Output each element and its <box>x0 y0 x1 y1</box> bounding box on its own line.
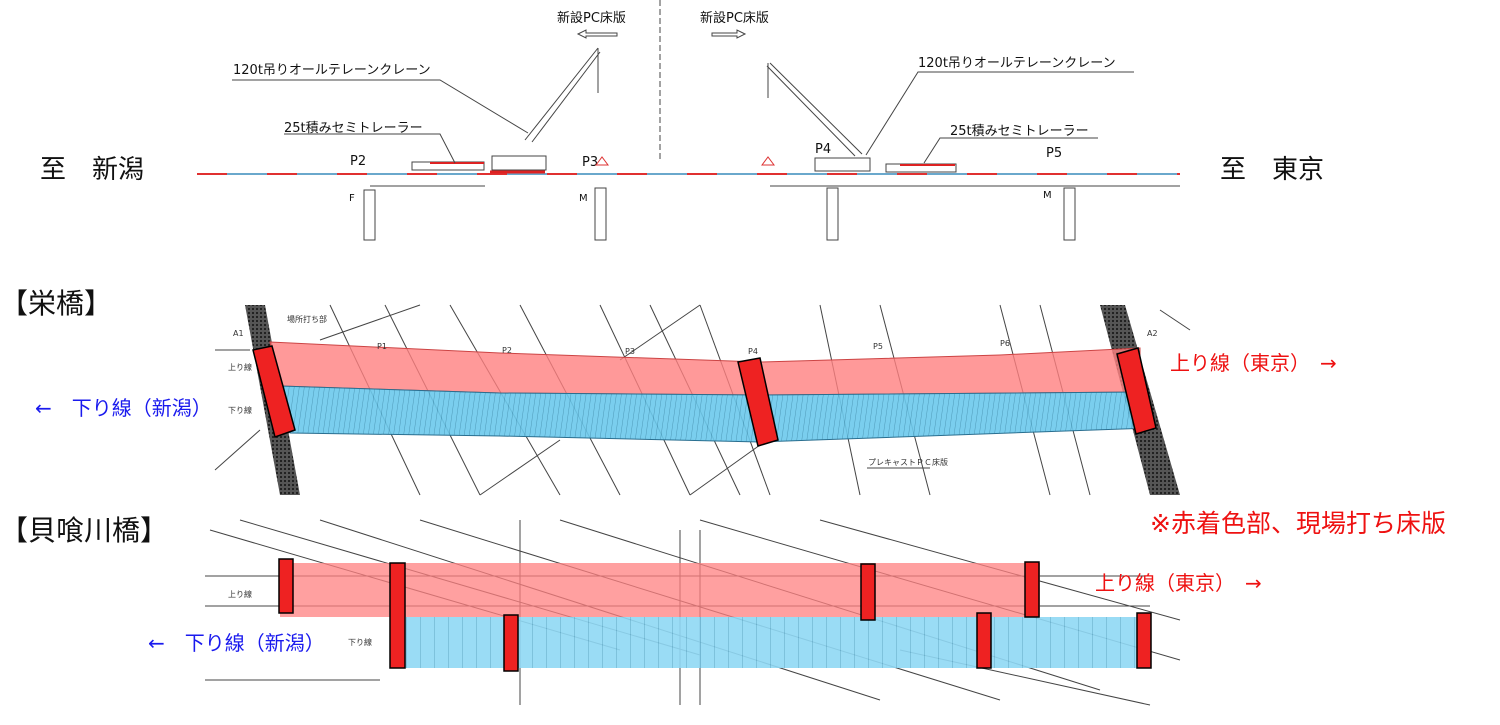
pier-labels: P2 P3 P4 P5 F M M <box>349 142 1062 204</box>
lane-label: 上り線 <box>228 362 252 372</box>
crane-label-right: 120t吊りオールテレーンクレーン <box>918 56 1116 71</box>
sakae-up-line-label: 上り線（東京） → <box>1170 351 1337 375</box>
cast-in-place-joint <box>1024 561 1040 618</box>
bearing-label: M <box>1043 190 1052 201</box>
label-background <box>140 617 380 668</box>
kaibami-bridge-title: 【貝喰川橋】 <box>0 514 168 547</box>
kaibami-down-line-label: ← 下り線（新潟） <box>148 631 325 655</box>
arrow-right-icon <box>711 29 747 39</box>
cast-in-place-slab-up <box>280 563 1040 617</box>
pier-label: P1 <box>377 342 387 351</box>
crane-left-icon <box>490 47 601 174</box>
to-tokyo-label: 至 東京 <box>1220 155 1324 185</box>
triangle-icon <box>761 156 775 166</box>
pier-p5 <box>1063 187 1076 241</box>
triangle-icon <box>595 156 609 166</box>
pier-label: P3 <box>582 155 598 170</box>
lane-label: 上り線 <box>228 589 252 599</box>
cast-in-place-label: 場所打ち部 <box>287 314 327 324</box>
pier-label: P2 <box>502 346 512 355</box>
arrow-left-icon <box>576 29 618 39</box>
pier-p2 <box>363 189 376 241</box>
new-slab-label-right: 新設PC床版 <box>700 10 769 26</box>
trailer-right-icon <box>885 163 957 173</box>
cast-in-place-joint <box>976 612 992 669</box>
kaibami-up-line-label: 上り線（東京） → <box>1095 571 1262 595</box>
sakae-down-line-label: ← 下り線（新潟） <box>35 396 212 420</box>
cast-in-place-joint <box>278 558 294 614</box>
precast-slab-down <box>395 617 1150 668</box>
cast-in-place-joint <box>860 563 876 621</box>
cast-in-place-slab-up <box>269 341 1141 396</box>
pier-label: P4 <box>748 347 758 356</box>
cast-in-place-joint <box>737 357 779 447</box>
crane-label-left: 120t吊りオールテレーンクレーン <box>233 63 431 78</box>
cast-in-place-joint <box>1116 347 1157 435</box>
lane-label: 下り線 <box>348 637 372 647</box>
trailer-label-right: 25t積みセミトレーラー <box>950 124 1089 139</box>
sakae-plan: A1 A2 P1 P2 P3 P4 P5 P6 場所打ち部 上り線 下り線 プレ… <box>214 304 1191 496</box>
new-slab-label-left: 新設PC床版 <box>557 10 626 26</box>
pier-label: P3 <box>625 347 635 356</box>
sakae-bridge-title: 【栄橋】 <box>0 287 112 320</box>
legend-note: ※赤着色部、現場打ち床版 <box>1150 509 1446 538</box>
sakae-support-labels: A1 A2 P1 P2 P3 P4 P5 P6 場所打ち部 上り線 下り線 プレ… <box>228 314 1158 467</box>
to-niigata-label: 至 新潟 <box>40 155 144 185</box>
cast-in-place-joint <box>1136 612 1152 669</box>
precast-label: プレキャストＰＣ床版 <box>868 457 948 467</box>
crane-right-icon <box>766 62 871 172</box>
pier-label: P5 <box>1046 146 1062 161</box>
kaibami-plan: 上り線 下り線 <box>140 519 1181 706</box>
bearing-label: M <box>579 193 588 204</box>
cast-in-place-joint <box>503 614 519 672</box>
pier-label: P6 <box>1000 339 1010 348</box>
abutment-label: A1 <box>233 329 244 338</box>
lane-label: 下り線 <box>228 405 252 415</box>
elevation-view: 至 新潟 至 東京 P2 P3 P4 P5 F M M 新設PC床版 新設PC床… <box>40 0 1324 241</box>
cast-in-place-joint <box>252 345 296 438</box>
pier-p3 <box>594 187 607 241</box>
cast-in-place-joint <box>389 562 406 669</box>
pier-label: P5 <box>873 342 883 351</box>
abutment-label: A2 <box>1147 329 1158 338</box>
pier-p4 <box>826 187 839 241</box>
bearing-label: F <box>349 193 355 204</box>
precast-slab-down <box>279 385 1151 443</box>
pier-label: P2 <box>350 154 366 169</box>
pier-label: P4 <box>815 142 831 157</box>
trailer-label-left: 25t積みセミトレーラー <box>284 121 423 136</box>
trailer-left-icon <box>411 161 485 171</box>
